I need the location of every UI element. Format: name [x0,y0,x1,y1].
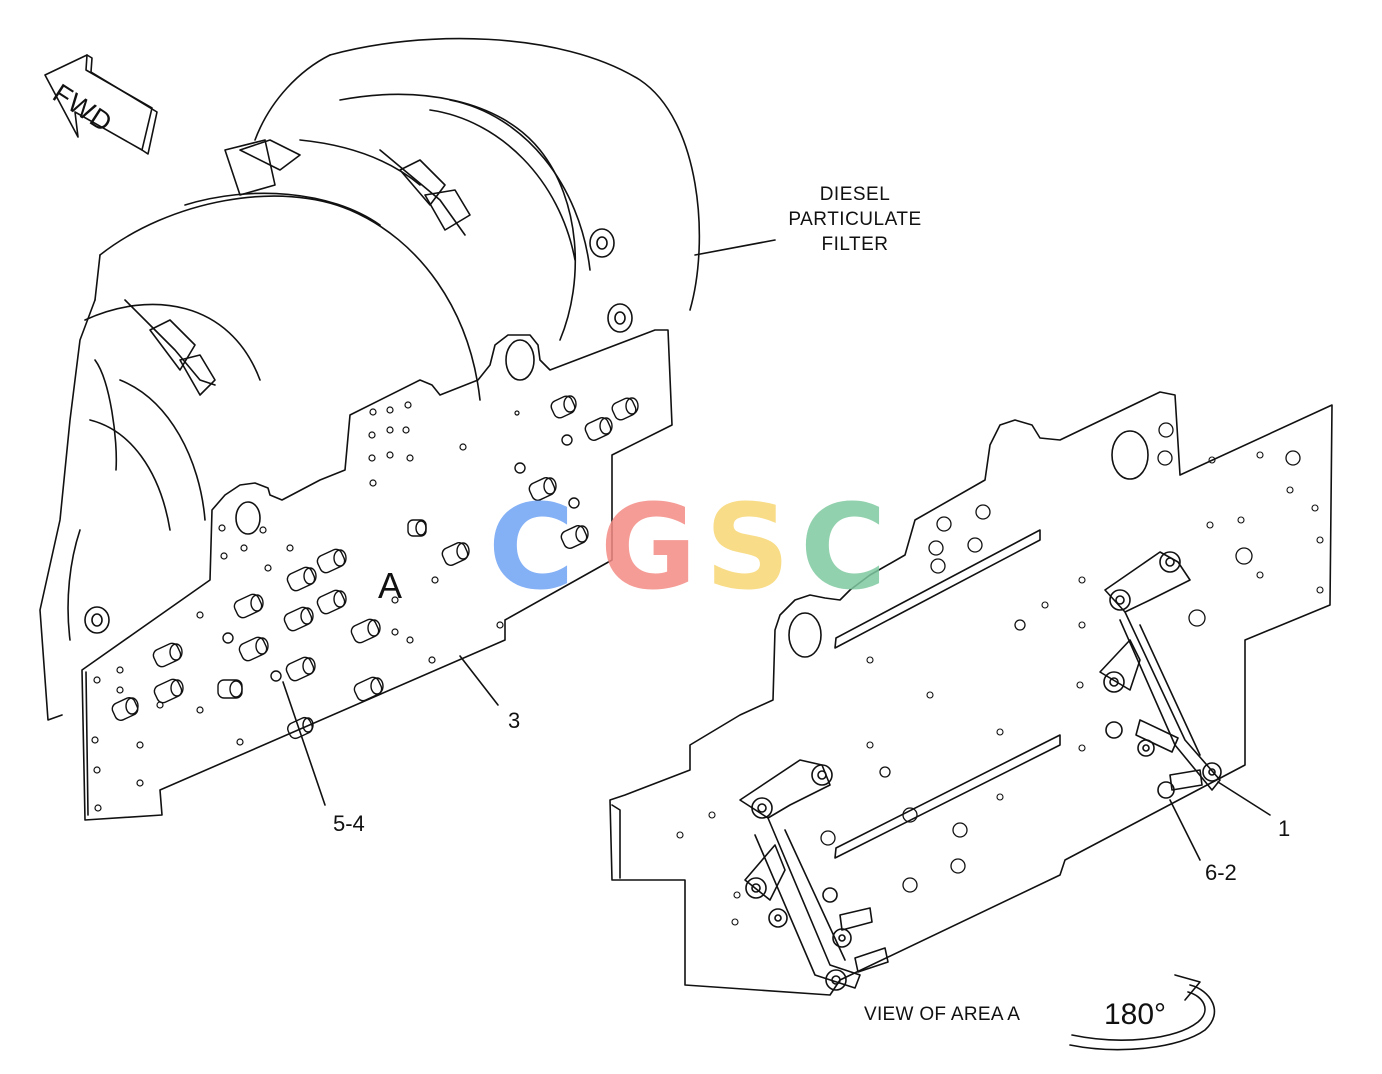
callout-5-4: 5-4 [333,811,365,836]
watermark-letter-s: S [705,478,790,616]
watermark-letter-c1: C [488,478,575,616]
view-of-area-a [609,391,1333,996]
leader-6-2 [1169,799,1201,861]
rotation-arrow-icon [1069,974,1216,1051]
linkage-1 [1099,551,1222,799]
leader-3 [459,655,499,706]
leader-5-4 [282,681,326,806]
watermark-letter-c2: C [800,478,887,616]
linkage-2 [739,759,889,991]
view-caption: VIEW OF AREA A [864,1004,1021,1025]
leader-dpf [694,239,776,256]
mounting-plate-3 [81,329,673,821]
dpf-housing [39,37,701,721]
dpf-label-line3: FILTER [821,234,889,255]
callout-1: 1 [1278,816,1291,841]
dpf-label: DIESEL PARTICULATE FILTER [770,182,940,257]
dpf-label-line1: DIESEL [819,184,891,205]
callout-3: 3 [508,708,521,733]
watermark-letter-g: G [600,478,697,616]
rotation-label: 180° [1104,998,1167,1031]
dpf-label-line2: PARTICULATE [788,209,922,230]
callout-6-2: 6-2 [1205,860,1237,885]
leader-1 [1217,781,1271,816]
area-a-marker: A [378,565,403,606]
fwd-arrow-icon [44,54,158,155]
